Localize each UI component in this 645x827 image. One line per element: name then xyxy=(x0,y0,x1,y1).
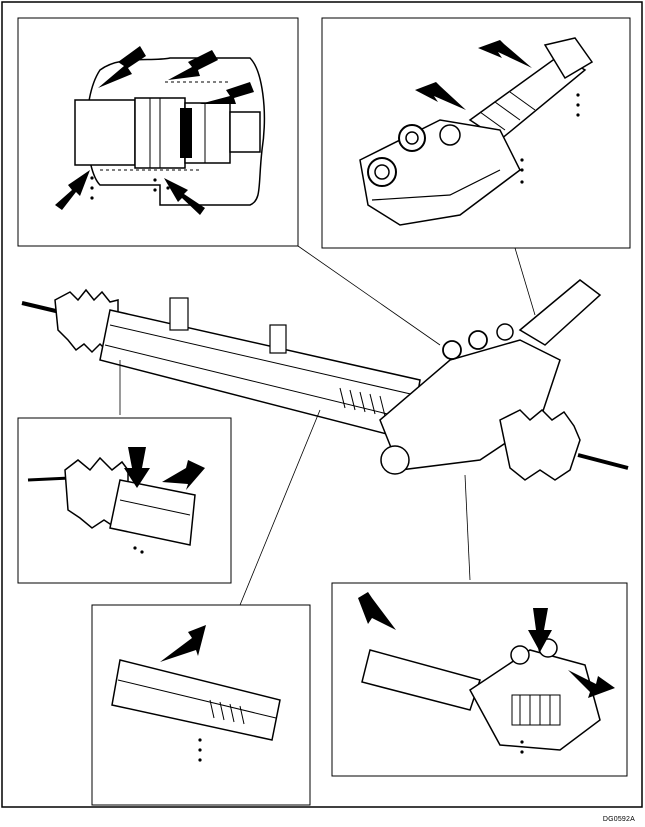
arrow-icon xyxy=(98,46,146,88)
arrow-icon xyxy=(162,460,205,490)
figure-reference-code: DG0592A xyxy=(602,816,635,823)
rack-tube-detail-panel xyxy=(91,604,311,806)
fluid-drips xyxy=(90,176,170,200)
fluid-drips xyxy=(198,738,202,762)
arrow-icon xyxy=(415,82,466,110)
right-housing-detail-panel xyxy=(331,582,628,777)
arrow-icon xyxy=(568,670,615,698)
arrow-icon xyxy=(478,40,532,68)
arrow-icon xyxy=(168,50,218,80)
fluid-drips xyxy=(520,93,580,184)
steering-rack-assembly xyxy=(21,279,629,481)
fluid-drips xyxy=(133,546,144,554)
arrow-icon xyxy=(528,608,552,652)
arrow-icon xyxy=(124,447,150,488)
arrow-icon xyxy=(200,82,254,104)
valve-seal-detail-panel xyxy=(17,17,299,247)
arrow-icon xyxy=(160,625,206,662)
pinion-housing-detail-panel xyxy=(321,17,631,249)
fluid-drips xyxy=(520,740,524,754)
arrow-icon xyxy=(164,178,205,215)
figure-border xyxy=(1,1,643,808)
leader-lines xyxy=(119,245,536,606)
arrow-icon xyxy=(55,170,90,210)
arrow-icon xyxy=(358,592,396,630)
left-boot-detail-panel xyxy=(17,417,232,584)
